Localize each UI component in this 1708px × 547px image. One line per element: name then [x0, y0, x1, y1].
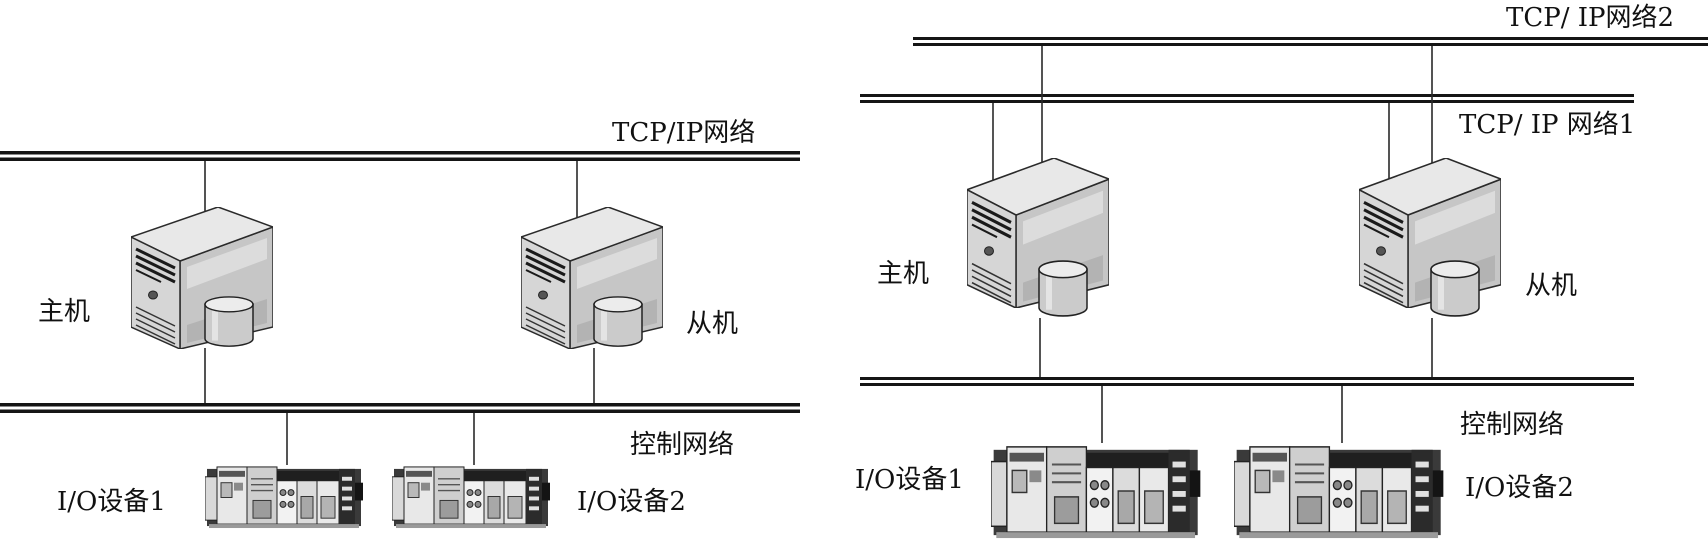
- right-tcp-ip-bus-1: [860, 94, 1634, 103]
- left-io-device-1-icon: [205, 466, 364, 529]
- right-io-device-2-label: I/O设备2: [1465, 473, 1574, 503]
- right-diagram: TCP/ IP网络2 TCP/ IP 网络1 主机 从机 控制网络: [855, 3, 1708, 540]
- right-io-device-1-icon: [991, 445, 1202, 540]
- left-io-device-2-label: I/O设备2: [577, 487, 686, 517]
- right-tcp-ip-bus-2: [913, 37, 1708, 46]
- right-slave-disk-icon: [1430, 260, 1480, 317]
- left-control-bus-inner: [0, 406, 800, 410]
- left-tcp-ip-bus-inner: [0, 154, 800, 158]
- right-tcp-ip-network-2-label: TCP/ IP网络2: [1506, 3, 1674, 33]
- left-master-label: 主机: [38, 297, 90, 327]
- right-control-bus: [860, 377, 1634, 386]
- left-slave-label: 从机: [686, 309, 738, 339]
- right-slave-label: 从机: [1525, 271, 1577, 301]
- left-tcp-ip-network-label: TCP/IP网络: [612, 118, 755, 148]
- left-diagram: TCP/IP网络 主机 从机 控制网络 I/O设备1 I/O设备2: [0, 118, 800, 529]
- left-tcp-ip-bus: [0, 151, 800, 161]
- right-control-bus-inner: [860, 380, 1634, 383]
- left-master-disk-icon: [204, 296, 254, 347]
- right-tcp-ip-bus-2-inner: [913, 40, 1708, 43]
- left-slave-disk-icon: [593, 296, 643, 347]
- right-master-label: 主机: [877, 259, 929, 289]
- right-master-disk-icon: [1038, 260, 1088, 317]
- left-io-device-2-icon: [392, 466, 551, 529]
- right-io-device-1-label: I/O设备1: [855, 465, 964, 495]
- left-control-bus: [0, 403, 800, 413]
- right-control-network-label: 控制网络: [1460, 410, 1564, 440]
- left-control-network-label: 控制网络: [630, 430, 734, 460]
- right-tcp-ip-network-1-label: TCP/ IP 网络1: [1459, 110, 1635, 140]
- left-io-device-1-label: I/O设备1: [57, 487, 166, 517]
- right-io-device-2-icon: [1234, 445, 1445, 540]
- right-tcp-ip-bus-1-inner: [860, 97, 1634, 100]
